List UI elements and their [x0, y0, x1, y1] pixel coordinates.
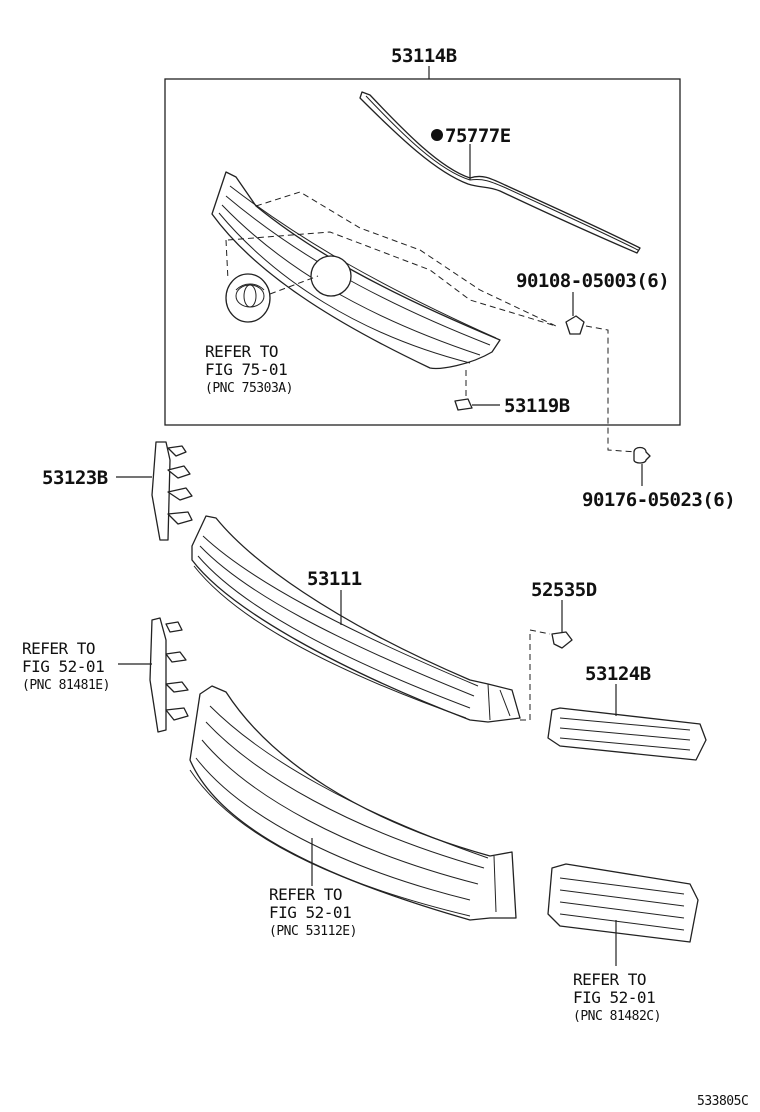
- nut-90176: [633, 446, 651, 486]
- main-grille-53111: [191, 515, 521, 723]
- bullet-dot-icon: [431, 129, 443, 141]
- label-90108-05003: 90108-05003(6): [516, 270, 669, 292]
- ref-line: FIG 75-01: [205, 360, 287, 379]
- ref-pnc: (PNC 81481E): [22, 678, 110, 693]
- label-52535D: 52535D: [531, 579, 597, 601]
- ref-line: REFER TO: [205, 342, 278, 361]
- ref-note-left-bracket: REFER TO FIG 52-01 (PNC 81481E): [22, 639, 110, 693]
- label-53111: 53111: [307, 568, 362, 590]
- ref-line: REFER TO: [22, 639, 95, 658]
- molding-strip: [359, 91, 641, 254]
- ref-note-emblem: REFER TO FIG 75-01 (PNC 75303A): [205, 342, 293, 396]
- label-75777E: 75777E: [445, 125, 511, 147]
- ref-line: REFER TO: [573, 970, 646, 989]
- bracket-53123B: [116, 441, 193, 541]
- illustration-id: 533805C: [697, 1094, 748, 1109]
- label-90176-05023: 90176-05023(6): [582, 489, 735, 511]
- left-bracket-81481E: [118, 617, 189, 733]
- ref-line: REFER TO: [269, 885, 342, 904]
- clip-52535D: [520, 600, 573, 721]
- upper-grille: [211, 171, 501, 370]
- ref-line: FIG 52-01: [269, 903, 351, 922]
- label-53114B: 53114B: [391, 45, 457, 67]
- clip-90108: [565, 292, 585, 335]
- label-53119B: 53119B: [504, 395, 570, 417]
- ref-pnc: (PNC 81482C): [573, 1009, 661, 1024]
- label-53123B: 53123B: [42, 467, 108, 489]
- ref-line: FIG 52-01: [22, 657, 104, 676]
- assembly-box: [164, 78, 681, 426]
- label-53124B: 53124B: [585, 663, 651, 685]
- lower-grille-53112E: [189, 685, 517, 921]
- cover-53124B: [547, 684, 707, 761]
- ref-note-lower-grille: REFER TO FIG 52-01 (PNC 53112E): [269, 885, 357, 939]
- ref-line: FIG 52-01: [573, 988, 655, 1007]
- ref-note-right-cover: REFER TO FIG 52-01 (PNC 81482C): [573, 970, 661, 1024]
- ref-pnc: (PNC 75303A): [205, 381, 293, 396]
- emblem: [225, 273, 271, 323]
- ref-pnc: (PNC 53112E): [269, 924, 357, 939]
- clip-53119B: [454, 398, 500, 411]
- upper-dash-lines: [225, 191, 637, 453]
- right-cover-81482C: [547, 863, 699, 966]
